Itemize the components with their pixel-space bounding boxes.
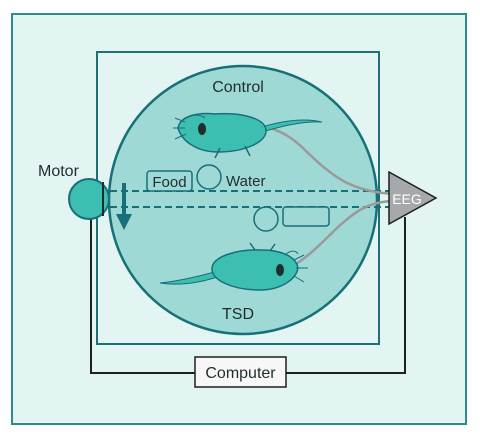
eeg-amplifier (388, 170, 438, 226)
food-box-bottom (282, 206, 330, 227)
water-bowl (196, 164, 222, 190)
motor-computer-wire (90, 212, 195, 374)
tsd-label: TSD (222, 306, 254, 323)
computer-label: Computer (205, 365, 276, 382)
motor-label: Motor (38, 163, 80, 180)
eeg-label: EEG (392, 191, 422, 207)
eeg-cable-bottom (289, 199, 396, 270)
food-label: Food (152, 174, 186, 191)
water-bowl-bottom (253, 206, 279, 232)
down-arrow-icon (116, 183, 132, 230)
rat-icon (173, 112, 323, 159)
food-box (146, 170, 193, 192)
rat-icon (159, 242, 308, 291)
motor-disc-icon (68, 178, 110, 220)
computer-eeg-wire (286, 217, 406, 374)
control-label: Control (212, 79, 264, 96)
water-label: Water (226, 173, 265, 190)
computer-box (194, 356, 287, 388)
arena (107, 64, 379, 336)
